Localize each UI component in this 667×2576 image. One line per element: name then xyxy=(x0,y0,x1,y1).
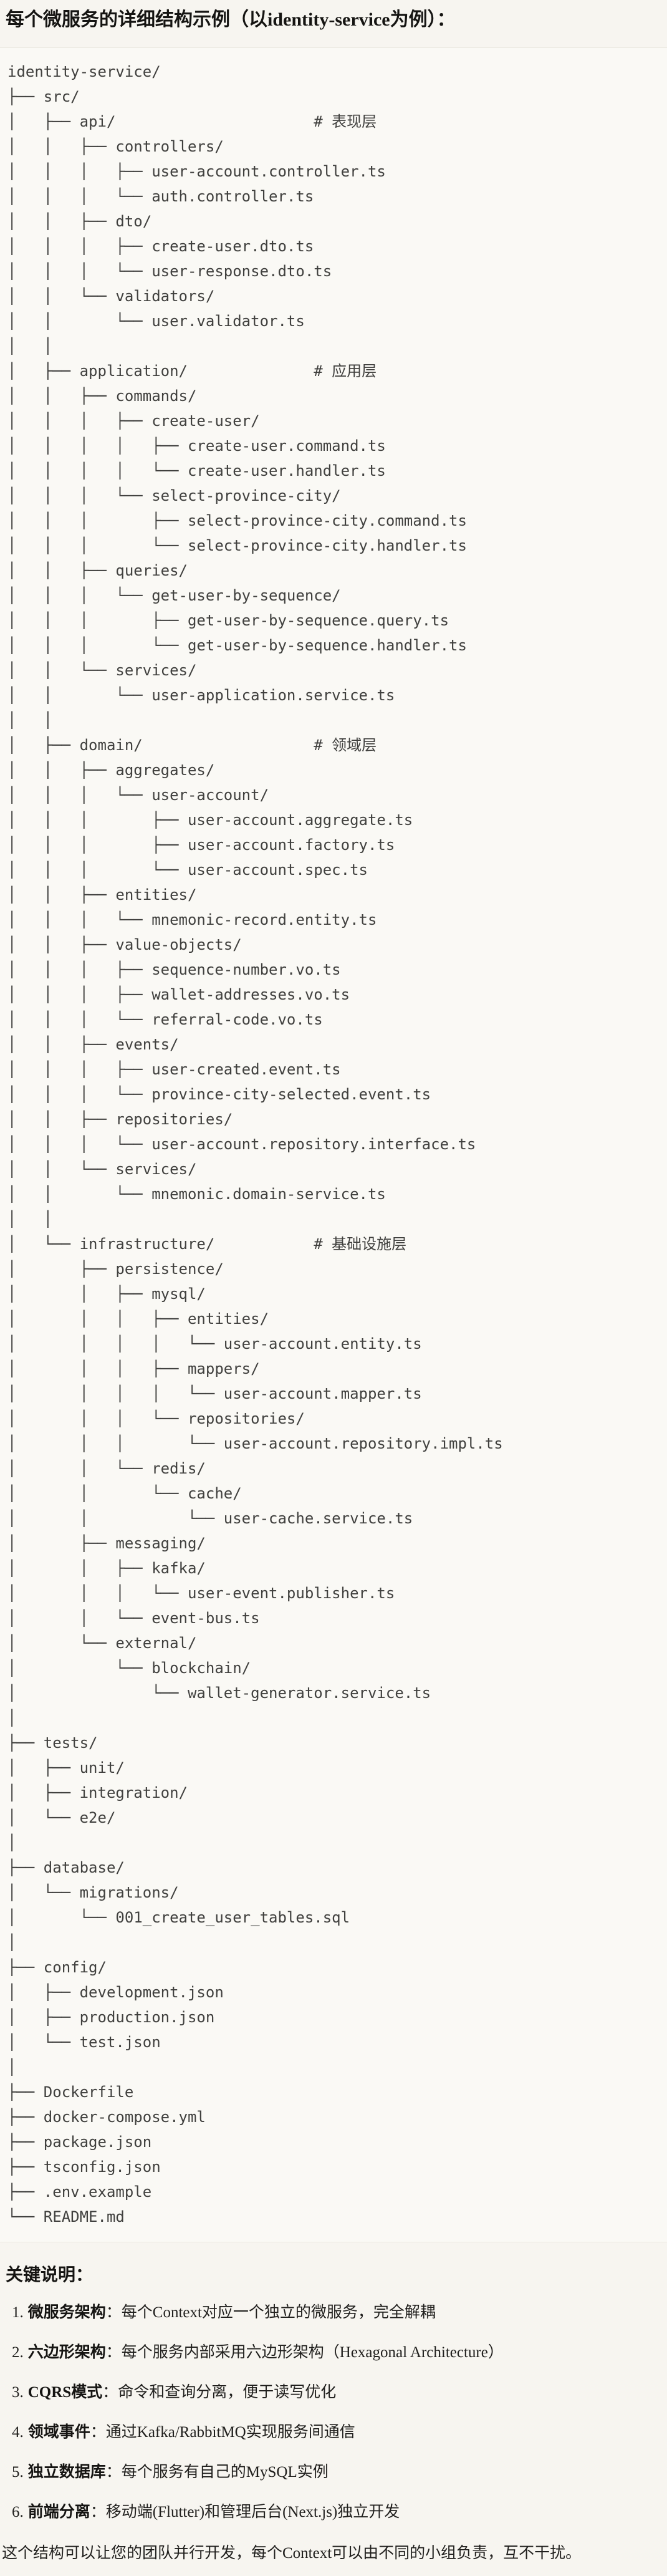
note-item-4: 4.领域事件：通过Kafka/RabbitMQ实现服务间通信 xyxy=(12,2422,667,2443)
note-description: ：命令和查询分离，便于读写优化 xyxy=(102,2384,337,2401)
note-description: ：移动端(Flutter)和管理后台(Next.js)独立开发 xyxy=(90,2504,400,2521)
notes-list: 1.微服务架构：每个Context对应一个独立的微服务，完全解耦 2.六边形架构… xyxy=(0,2302,667,2523)
note-term: 六边形架构 xyxy=(27,2344,106,2361)
code-block: identity-service/ ├── src/ │ ├── api/ # … xyxy=(0,47,667,2242)
notes-section: 关键说明： 1.微服务架构：每个Context对应一个独立的微服务，完全解耦 2… xyxy=(0,2265,667,2564)
notes-heading: 关键说明： xyxy=(6,2265,94,2285)
note-item-1: 1.微服务架构：每个Context对应一个独立的微服务，完全解耦 xyxy=(12,2302,667,2323)
note-number: 4. xyxy=(12,2424,24,2441)
directory-tree: identity-service/ ├── src/ │ ├── api/ # … xyxy=(7,63,503,2226)
note-item-2: 2.六边形架构：每个服务内部采用六边形架构（Hexagonal Architec… xyxy=(12,2342,667,2363)
note-term: 独立数据库 xyxy=(27,2464,106,2481)
note-term: 前端分离 xyxy=(27,2504,90,2521)
document: 每个微服务的详细结构示例（以identity-service为例）： ident… xyxy=(0,9,667,2564)
note-item-5: 5.独立数据库：每个服务有自己的MySQL实例 xyxy=(12,2462,667,2483)
note-item-6: 6.前端分离：移动端(Flutter)和管理后台(Next.js)独立开发 xyxy=(12,2502,667,2523)
note-description: ：每个Context对应一个独立的微服务，完全解耦 xyxy=(105,2304,436,2321)
page-title: 每个微服务的详细结构示例（以identity-service为例）： xyxy=(6,9,456,30)
note-description: ：通过Kafka/RabbitMQ实现服务间通信 xyxy=(90,2424,355,2441)
note-number: 1. xyxy=(12,2304,24,2321)
note-item-3: 3.CQRS模式：命令和查询分离，便于读写优化 xyxy=(12,2382,667,2403)
note-term: 领域事件 xyxy=(27,2424,90,2441)
note-description: ：每个服务内部采用六边形架构（Hexagonal Architecture） xyxy=(105,2344,504,2361)
note-number: 2. xyxy=(12,2344,24,2361)
note-term: 微服务架构 xyxy=(27,2304,106,2321)
note-term: CQRS模式 xyxy=(27,2384,103,2401)
note-number: 3. xyxy=(12,2384,24,2401)
note-number: 6. xyxy=(12,2504,24,2521)
note-number: 5. xyxy=(12,2464,24,2481)
note-description: ：每个服务有自己的MySQL实例 xyxy=(105,2464,329,2481)
closing-paragraph: 这个结构可以让您的团队并行开发，每个Context可以由不同的小组负责，互不干扰… xyxy=(2,2545,582,2562)
